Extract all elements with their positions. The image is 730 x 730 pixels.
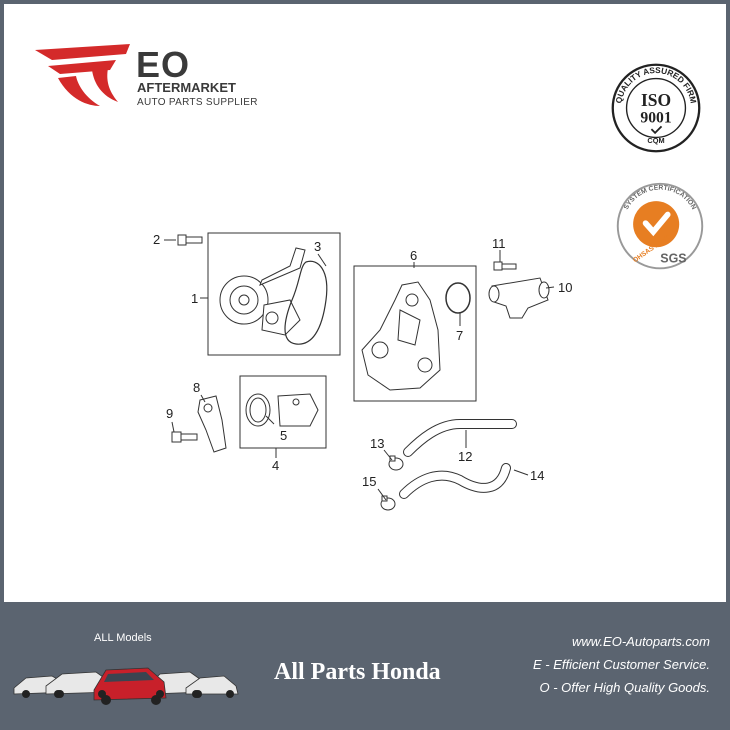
footer-line-e: E - Efficient Customer Service. bbox=[533, 657, 710, 672]
box-housing bbox=[353, 265, 477, 402]
iso-main-text: ISO bbox=[641, 90, 671, 110]
brand-name: EO bbox=[136, 44, 191, 85]
water-pump-part bbox=[219, 247, 306, 336]
callout-9: 9 bbox=[166, 406, 173, 421]
car-lineup-icon bbox=[13, 667, 239, 705]
bolt-9-part bbox=[171, 431, 198, 443]
callout-2: 2 bbox=[153, 232, 160, 247]
pump-gasket-part bbox=[284, 260, 328, 345]
ohsas-sgs-badge-icon: SYSTEM CERTIFICATION OHSAS 18001 SGS bbox=[616, 182, 704, 270]
sgs-mark-text: SGS bbox=[660, 252, 686, 266]
water-outlet-part bbox=[488, 277, 550, 319]
callout-11: 11 bbox=[492, 236, 506, 251]
callout-6: 6 bbox=[410, 248, 417, 263]
callout-12: 12 bbox=[458, 449, 472, 464]
callout-1: 1 bbox=[191, 291, 198, 306]
callout-4: 4 bbox=[272, 458, 279, 473]
box-water-pump bbox=[207, 232, 341, 356]
brand-tagline: AFTERMARKET bbox=[137, 80, 236, 95]
callout-3: 3 bbox=[314, 239, 321, 254]
iso-number-text: 9001 bbox=[640, 110, 671, 127]
content-panel bbox=[4, 4, 726, 602]
footer-title: All Parts Honda bbox=[274, 659, 441, 685]
footer-line-o: O - Offer High Quality Goods. bbox=[539, 680, 710, 695]
models-label: ALL Models bbox=[94, 632, 152, 644]
iso-9001-badge-icon: QUALITY ASSURED FIRM ISO 9001 CQM bbox=[611, 63, 701, 153]
callout-10: 10 bbox=[558, 280, 572, 295]
eo-logo-icon bbox=[35, 44, 130, 106]
clamp-13-part bbox=[388, 455, 404, 471]
bolt-11-part bbox=[493, 261, 517, 271]
callout-13: 13 bbox=[370, 436, 384, 451]
callout-7: 7 bbox=[456, 328, 463, 343]
footer-website[interactable]: www.EO-Autoparts.com bbox=[572, 634, 710, 649]
callout-15: 15 bbox=[362, 474, 376, 489]
callout-5: 5 bbox=[280, 428, 287, 443]
thermostat-part bbox=[245, 393, 319, 427]
brand-subtitle: AUTO PARTS SUPPLIER bbox=[137, 97, 258, 108]
thermostat-cover-part bbox=[197, 395, 227, 453]
footer-bar bbox=[0, 602, 730, 730]
o-ring-part bbox=[445, 282, 471, 314]
box-thermostat bbox=[239, 375, 327, 449]
callout-14: 14 bbox=[530, 468, 544, 483]
iso-mark-text: CQM bbox=[647, 136, 664, 145]
callout-8: 8 bbox=[193, 380, 200, 395]
parts-diagram: 1 2 3 4 5 6 7 8 9 10 11 12 13 14 15 bbox=[153, 232, 572, 511]
bolt-2-part bbox=[177, 234, 203, 246]
housing-part bbox=[361, 281, 441, 391]
clamp-15-part bbox=[380, 495, 396, 511]
